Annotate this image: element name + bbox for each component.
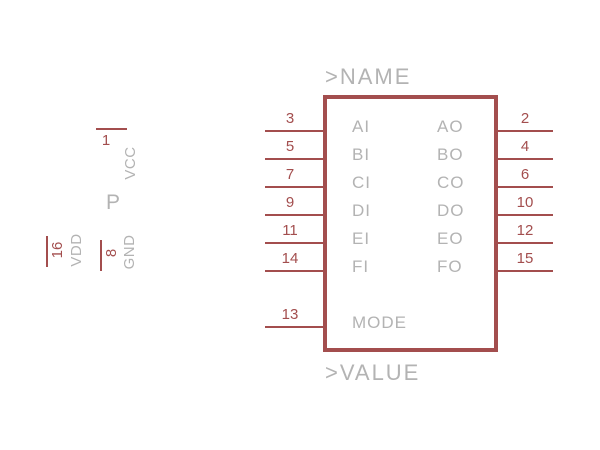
pin-mode-name: MODE xyxy=(352,313,407,332)
pin-gnd-number: 8 xyxy=(103,248,120,258)
pin-bi-name: BI xyxy=(352,145,371,164)
pin-di-name: DI xyxy=(352,201,371,220)
pin-fi-name: FI xyxy=(352,257,370,276)
pin-eo-number: 12 xyxy=(516,222,534,239)
pin-ci-name: CI xyxy=(352,173,371,192)
pin-ei-line xyxy=(265,242,323,244)
pin-do-line xyxy=(497,214,553,216)
value-placeholder-label: >VALUE xyxy=(325,360,421,385)
pin-ao-line xyxy=(497,130,553,132)
pin-ai-number: 3 xyxy=(285,110,295,127)
pin-ao-number: 2 xyxy=(520,110,530,127)
pin-co-name: CO xyxy=(437,173,465,192)
pin-ei-name: EI xyxy=(352,229,371,248)
pin-fo-name: FO xyxy=(437,257,463,276)
pin-fo-number: 15 xyxy=(516,250,534,267)
pin-bo-name: BO xyxy=(437,145,464,164)
pin-eo-name: EO xyxy=(437,229,464,248)
pin-do-number: 10 xyxy=(516,194,534,211)
pin-bi-line xyxy=(265,158,323,160)
pin-ei-number: 11 xyxy=(282,222,298,239)
pin-vdd-name: VDD xyxy=(68,233,85,267)
pin-bo-number: 4 xyxy=(520,138,530,155)
pin-do-name: DO xyxy=(437,201,465,220)
pin-vcc-name: VCC xyxy=(122,146,139,180)
pin-ao-name: AO xyxy=(437,117,464,136)
symbol-body-outline xyxy=(323,95,498,352)
pin-gnd-name: GND xyxy=(121,234,138,270)
pin-gnd-line xyxy=(100,240,102,271)
pin-fi-line xyxy=(265,270,323,272)
pin-fi-number: 14 xyxy=(281,250,299,267)
pin-vcc-line xyxy=(96,128,127,130)
pin-vdd-number: 16 xyxy=(49,241,66,259)
pin-eo-line xyxy=(497,242,553,244)
pin-ci-line xyxy=(265,186,323,188)
pin-co-line xyxy=(497,186,553,188)
pin-vcc-number: 1 xyxy=(101,132,111,149)
pin-vdd-line xyxy=(46,236,48,267)
pin-co-number: 6 xyxy=(520,166,530,183)
power-gate-label: P xyxy=(106,191,121,214)
pin-mode-line xyxy=(265,326,323,328)
pin-bo-line xyxy=(497,158,553,160)
pin-bi-number: 5 xyxy=(285,138,295,155)
pin-fo-line xyxy=(497,270,553,272)
pin-mode-number: 13 xyxy=(281,306,299,323)
pin-di-line xyxy=(265,214,323,216)
pin-di-number: 9 xyxy=(285,194,295,211)
pin-ai-line xyxy=(265,130,323,132)
pin-ci-number: 7 xyxy=(285,166,295,183)
pin-ai-name: AI xyxy=(352,117,371,136)
name-placeholder-label: >NAME xyxy=(325,64,412,89)
